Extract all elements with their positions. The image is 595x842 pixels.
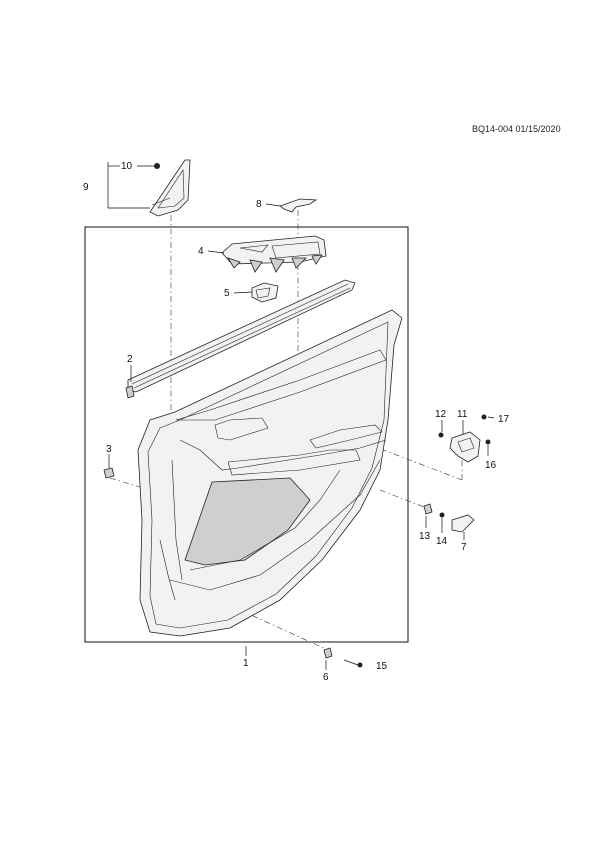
door-panel-frame [84,226,409,643]
callout-3: 3 [106,444,112,455]
callout-13: 13 [419,531,431,542]
callout-17: 17 [498,414,510,425]
callout-7: 7 [461,542,467,553]
part-9-upper-trim [149,159,191,217]
callout-4: 4 [198,246,204,257]
part-3-clip [103,467,115,479]
part-15-screw [357,662,363,668]
part-17-screw [481,414,487,420]
callout-14: 14 [436,536,448,547]
diagram-reference-code: BQ14-004 01/15/2020 [472,124,561,134]
callout-5: 5 [224,288,230,299]
part-6-retainer [323,647,333,659]
part-10-clip [154,163,160,169]
part-4-switch-bezel [221,235,327,273]
part-16-screw [485,439,491,445]
callout-2: 2 [127,354,133,365]
callout-8: 8 [256,199,262,210]
part-12-screw [438,432,444,438]
callout-1: 1 [243,658,249,669]
part-13-clip [423,503,433,515]
callout-12: 12 [435,409,447,420]
part-11-bracket [449,431,481,463]
part-2-beltline-strip [125,279,356,399]
callout-9: 9 [83,182,89,193]
part-14-screw [439,512,445,518]
callout-16: 16 [485,460,497,471]
callout-6: 6 [323,672,329,683]
part-1-door-trim-panel [137,309,403,637]
part-7-cover [451,514,475,533]
callout-15: 15 [376,661,388,672]
part-8-trim-piece [279,198,318,213]
leader-lines [107,162,495,670]
callout-10: 10 [121,161,133,172]
callout-11: 11 [457,409,468,420]
part-5-switch [251,282,279,303]
